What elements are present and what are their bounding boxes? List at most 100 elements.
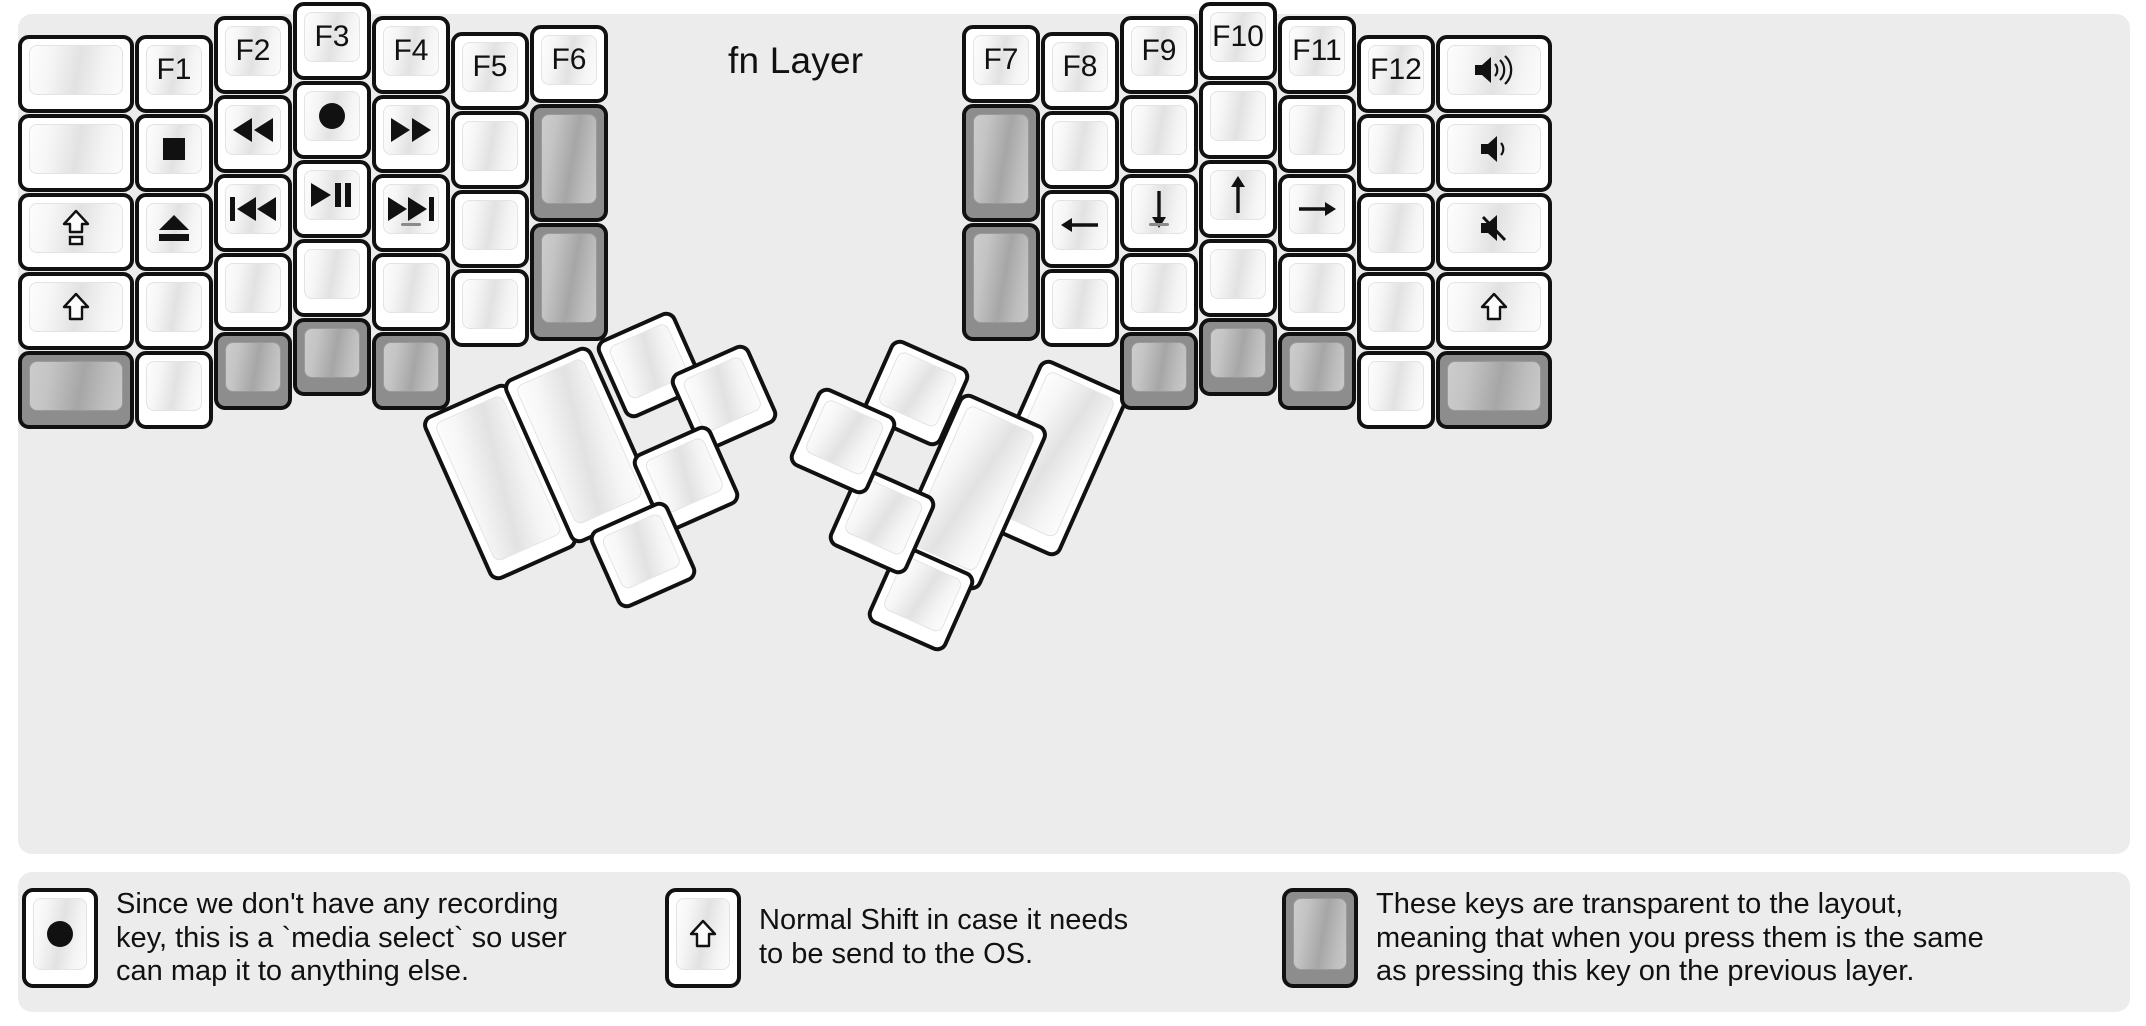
right-col-pinky-outer-key-2[interactable] <box>1436 114 1552 192</box>
key-cap <box>1289 184 1345 234</box>
left-col-inner-key-3[interactable] <box>530 223 608 341</box>
left-col-index-key-5[interactable] <box>372 332 450 410</box>
right-col-middle-key-4[interactable] <box>1199 239 1277 317</box>
key-cap <box>33 898 87 971</box>
left-col-pinky-outer-key-5[interactable] <box>18 351 134 429</box>
key-legend: F8 <box>1062 50 1098 83</box>
right-col-middle-key-2[interactable] <box>1199 81 1277 159</box>
right-col-index-key-1-f9[interactable]: F9 <box>1120 16 1198 94</box>
left-col-pinky-outer-key-1[interactable] <box>18 35 134 113</box>
legend-item-2: Normal Shift in case it needs to be send… <box>665 888 1128 988</box>
right-col-pinky-key-3[interactable] <box>1357 193 1435 271</box>
key-cap <box>1131 184 1187 234</box>
right-col-inner-key-3[interactable] <box>962 223 1040 341</box>
key-legend: F10 <box>1212 20 1264 53</box>
left-col-index-key-1-f4[interactable]: F4 <box>372 16 450 94</box>
right-col-inner-key-1-f7[interactable]: F7 <box>962 25 1040 103</box>
left-col-pinky-outer-key-4[interactable] <box>18 272 134 350</box>
left-col-ring-key-1-f2[interactable]: F2 <box>214 16 292 94</box>
right-col-pinky-key-5[interactable] <box>1357 351 1435 429</box>
right-col-pinky-key-4[interactable] <box>1357 272 1435 350</box>
left-col-index-inner-key-2[interactable] <box>451 111 529 189</box>
left-col-pinky-key-5[interactable] <box>135 351 213 429</box>
right-col-pinky-outer-key-3[interactable] <box>1436 193 1552 271</box>
left-col-ring-key-2[interactable] <box>214 95 292 173</box>
key-cap <box>1210 249 1266 299</box>
key-cap <box>1447 361 1541 411</box>
left-col-middle-key-4[interactable] <box>293 239 371 317</box>
right-col-ring-key-4[interactable] <box>1278 253 1356 331</box>
left-col-pinky-key-2[interactable] <box>135 114 213 192</box>
key-cap <box>1052 200 1108 250</box>
key-cap <box>383 263 439 313</box>
left-col-inner-key-2[interactable] <box>530 104 608 222</box>
left-col-ring-key-4[interactable] <box>214 253 292 331</box>
key-cap <box>1368 124 1424 174</box>
record-circle-icon <box>317 101 347 131</box>
right-col-middle-key-3[interactable] <box>1199 160 1277 238</box>
left-col-index-inner-key-4[interactable] <box>451 269 529 347</box>
right-col-ring-key-1-f11[interactable]: F11 <box>1278 16 1356 94</box>
left-col-index-key-2[interactable] <box>372 95 450 173</box>
rewind-icon <box>232 117 274 143</box>
right-col-pinky-key-2[interactable] <box>1357 114 1435 192</box>
key-cap: F7 <box>973 35 1029 85</box>
right-col-middle-key-5[interactable] <box>1199 318 1277 396</box>
homing-bump-indicator <box>1149 223 1169 226</box>
right-col-ring-key-2[interactable] <box>1278 95 1356 173</box>
key-cap <box>146 203 202 253</box>
key-cap <box>1447 45 1541 95</box>
next-track-icon <box>387 196 435 222</box>
key-cap <box>1447 124 1541 174</box>
key-legend: F11 <box>1292 34 1342 67</box>
left-col-pinky-key-4[interactable] <box>135 272 213 350</box>
left-col-middle-key-2[interactable] <box>293 81 371 159</box>
left-col-pinky-outer-key-3[interactable] <box>18 193 134 271</box>
right-col-pinky-outer-key-1[interactable] <box>1436 35 1552 113</box>
left-col-index-key-3[interactable] <box>372 174 450 252</box>
right-col-index-key-2[interactable] <box>1120 95 1198 173</box>
right-col-middle-key-1-f10[interactable]: F10 <box>1199 2 1277 80</box>
legend-key-record-circle-icon[interactable] <box>22 888 98 989</box>
key-cap <box>541 233 597 323</box>
right-col-index-inner-key-3[interactable] <box>1041 190 1119 268</box>
left-col-index-inner-key-3[interactable] <box>451 190 529 268</box>
right-col-pinky-key-1-f12[interactable]: F12 <box>1357 35 1435 113</box>
eject-icon <box>157 213 191 243</box>
key-cap <box>1447 203 1541 253</box>
left-col-pinky-key-1-f1[interactable]: F1 <box>135 35 213 113</box>
key-cap <box>1131 342 1187 392</box>
left-col-middle-key-5[interactable] <box>293 318 371 396</box>
media-stop-icon <box>161 136 187 162</box>
arrow-down-icon <box>1146 189 1172 229</box>
right-col-index-key-4[interactable] <box>1120 253 1198 331</box>
key-cap: F2 <box>225 26 281 76</box>
right-col-inner-key-2[interactable] <box>962 104 1040 222</box>
legend-key-transparent-key-icon[interactable] <box>1282 888 1358 989</box>
right-col-ring-key-3[interactable] <box>1278 174 1356 252</box>
right-col-index-key-3[interactable] <box>1120 174 1198 252</box>
key-cap <box>1052 121 1108 171</box>
legend-key-sample-3 <box>1282 888 1358 989</box>
arrow-up-icon <box>1225 175 1251 215</box>
left-col-index-key-4[interactable] <box>372 253 450 331</box>
right-col-index-inner-key-2[interactable] <box>1041 111 1119 189</box>
left-col-pinky-outer-key-2[interactable] <box>18 114 134 192</box>
right-col-index-inner-key-1-f8[interactable]: F8 <box>1041 32 1119 110</box>
left-col-inner-key-1-f6[interactable]: F6 <box>530 25 608 103</box>
right-col-pinky-outer-key-5[interactable] <box>1436 351 1552 429</box>
left-col-ring-key-5[interactable] <box>214 332 292 410</box>
right-col-pinky-outer-key-4[interactable] <box>1436 272 1552 350</box>
legend-key-shift-arrow-icon[interactable] <box>665 888 741 988</box>
homing-bump-indicator <box>401 223 421 226</box>
right-col-index-inner-key-4[interactable] <box>1041 269 1119 347</box>
key-cap <box>600 511 683 591</box>
left-col-ring-key-3[interactable] <box>214 174 292 252</box>
right-col-ring-key-5[interactable] <box>1278 332 1356 410</box>
left-col-pinky-key-3[interactable] <box>135 193 213 271</box>
left-col-index-inner-key-1-f5[interactable]: F5 <box>451 32 529 110</box>
key-cap <box>462 121 518 171</box>
left-col-middle-key-1-f3[interactable]: F3 <box>293 2 371 80</box>
left-col-middle-key-3[interactable] <box>293 160 371 238</box>
right-col-index-key-5[interactable] <box>1120 332 1198 410</box>
